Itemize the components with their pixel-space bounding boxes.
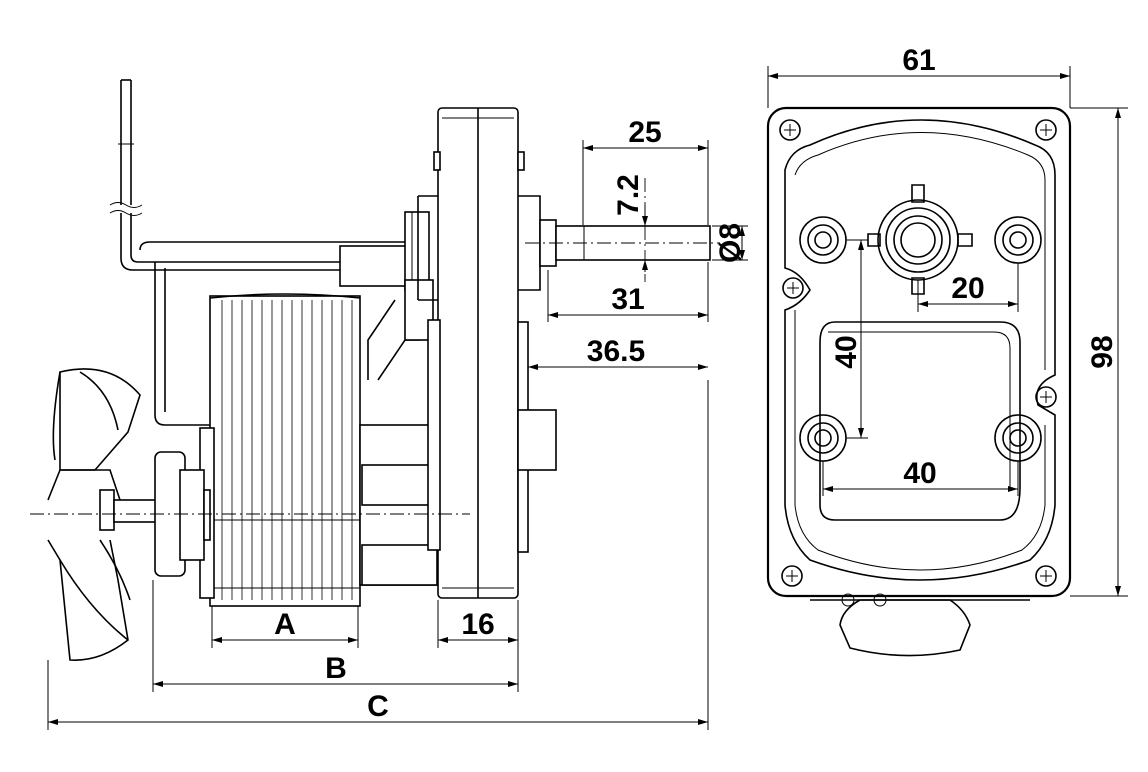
stator-laminations	[209, 293, 361, 607]
gearbox	[417, 107, 557, 599]
dim-c-label: C	[367, 690, 389, 723]
dim-shaft-offset-label: 20	[951, 272, 984, 305]
dim-flat-depth-label: 7.2	[612, 174, 645, 216]
dim-hole-spacing-vertical-label: 40	[830, 335, 863, 368]
gearbox-outline	[766, 106, 1072, 598]
power-cable	[109, 79, 340, 271]
dim-hole-spacing-horizontal: 40	[822, 457, 1019, 496]
dim-a-label: A	[274, 608, 296, 641]
bottom-knob	[800, 593, 1040, 657]
mounting-hole-top-right	[994, 216, 1042, 264]
dim-flat-depth: 7.2	[612, 174, 648, 272]
dim-hole-spacing-vertical: 40	[830, 239, 868, 439]
dim-shaft-offset: 20	[917, 263, 1019, 312]
output-shaft	[539, 219, 711, 267]
dim-shaft-diameter-label: Ø8	[714, 223, 747, 263]
dim-shaft-length-label: 31	[611, 283, 644, 316]
dim-c: C	[47, 380, 709, 730]
dim-gearbox-thickness-label: 16	[461, 608, 494, 641]
mounting-hole-top-left	[799, 216, 847, 264]
dim-width: 61	[767, 44, 1071, 108]
dim-a: A	[211, 606, 359, 648]
dim-shaft-length: 31	[547, 262, 709, 322]
dim-b-label: B	[325, 652, 347, 685]
motor-shaft	[113, 451, 211, 577]
mounting-hole-bottom-left	[799, 414, 847, 462]
mounting-hole-bottom-right	[994, 414, 1042, 462]
dim-hole-spacing-horizontal-label: 40	[903, 457, 936, 490]
dim-height: 98	[1070, 107, 1128, 597]
dim-gearbox-to-shaft-end-label: 36.5	[587, 335, 645, 368]
dim-shaft-extension: 25	[582, 116, 709, 225]
corner-screw-bottom-left	[781, 565, 803, 587]
dim-shaft-extension-label: 25	[628, 116, 661, 149]
cable-gland	[339, 211, 430, 291]
dim-gearbox-to-shaft-end: 36.5	[528, 335, 708, 370]
dim-height-label: 98	[1086, 335, 1119, 368]
dim-gearbox-thickness: 16	[437, 600, 519, 648]
dim-width-label: 61	[902, 44, 935, 77]
center-opening	[819, 321, 1021, 521]
corner-screw-top-left	[779, 119, 801, 141]
dim-shaft-diameter: Ø8	[712, 223, 748, 263]
corner-screw-bottom-right	[1035, 565, 1057, 587]
corner-screw-top-right	[1035, 119, 1057, 141]
dim-b: B	[152, 580, 519, 692]
cooling-fan	[47, 368, 141, 661]
output-shaft-boss	[867, 184, 973, 295]
gear-housing-contour	[784, 119, 1056, 581]
front-view: 61 98 40 40 20	[766, 44, 1128, 657]
side-screw-left	[782, 277, 804, 299]
side-view: 25 7.2 Ø8 31 36.5 16	[30, 79, 748, 730]
side-screw-right	[1035, 386, 1057, 408]
